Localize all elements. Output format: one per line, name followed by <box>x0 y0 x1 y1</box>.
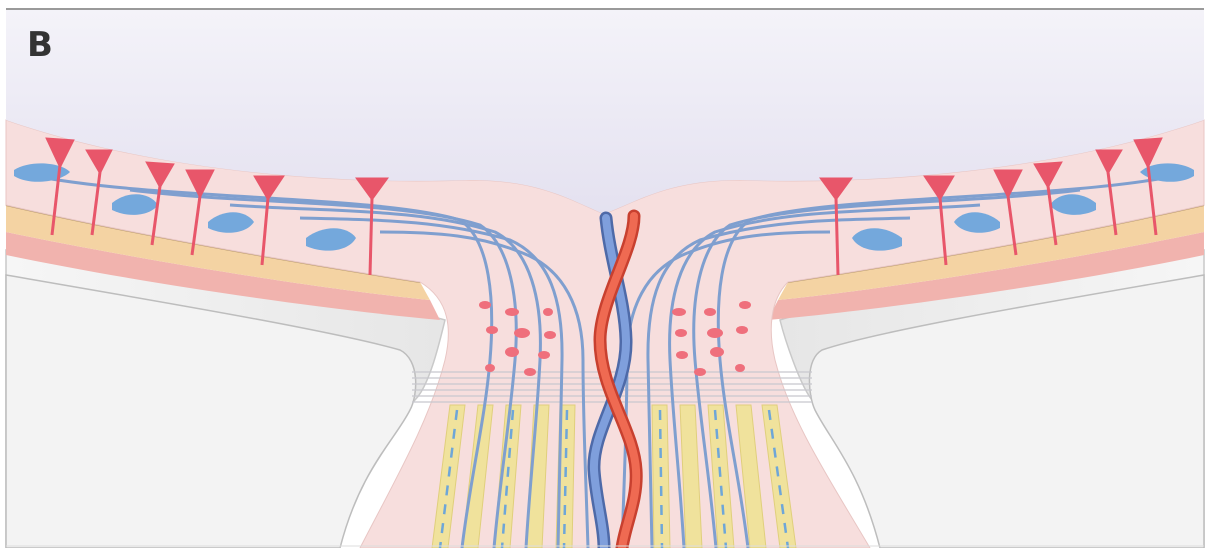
panel-label: B <box>27 28 53 62</box>
